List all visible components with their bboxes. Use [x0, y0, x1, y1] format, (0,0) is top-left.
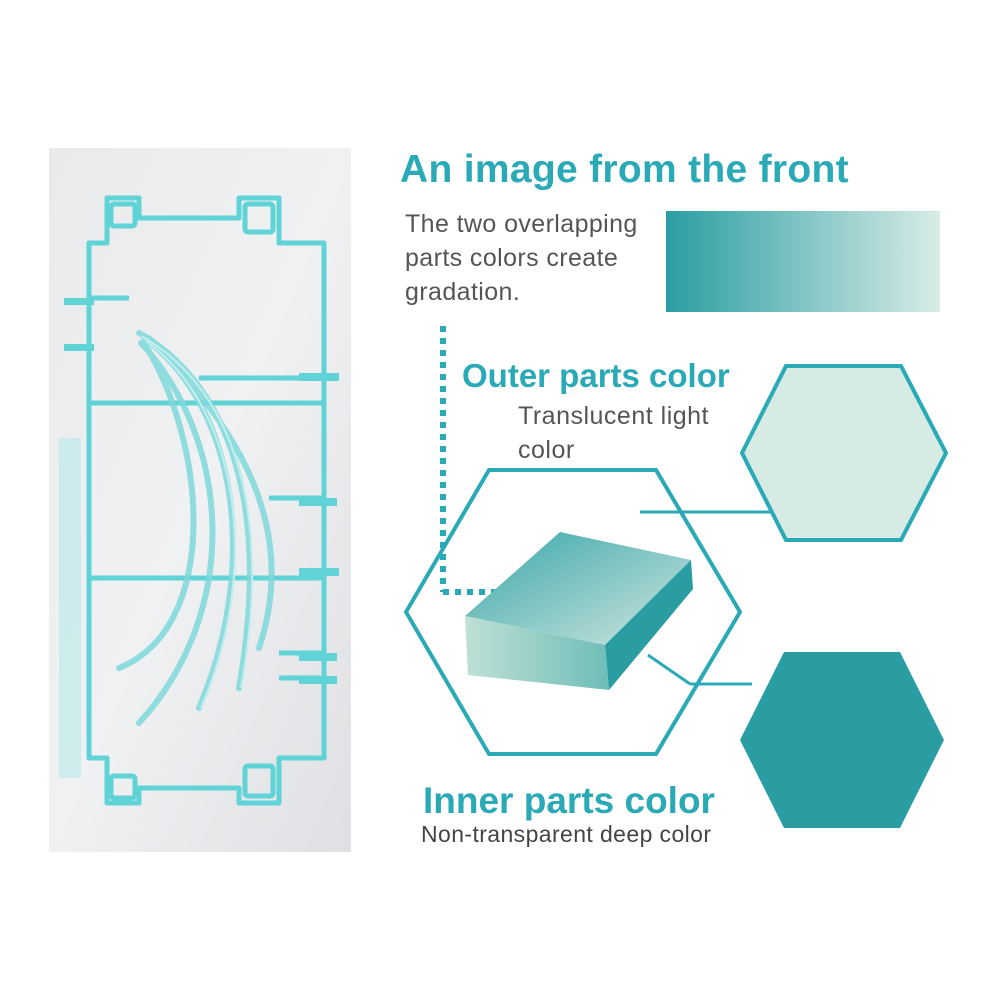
gradation-description: The two overlapping parts colors create … [405, 207, 665, 309]
inner-parts-title: Inner parts color [423, 780, 715, 821]
outer-parts-description: Translucent light color [518, 399, 709, 467]
runner-frame [86, 195, 327, 806]
outer-parts-title: Outer parts color [462, 357, 730, 394]
gradation-swatch [666, 211, 940, 312]
inner-parts-description: Non-transparent deep color [421, 821, 712, 847]
page-title: An image from the front [400, 148, 849, 191]
outer-description-line: Translucent light [518, 402, 709, 430]
description-line: The two overlapping [405, 210, 638, 238]
block-icon [465, 532, 693, 690]
center-hexagon [403, 468, 743, 756]
hair-parts-highlight [140, 335, 254, 709]
outer-hexagon-icon [739, 364, 949, 542]
inner-hexagon-icon [740, 652, 944, 828]
gate-tabs [64, 298, 339, 684]
description-line: parts colors create [405, 244, 619, 272]
side-sprue [59, 438, 81, 778]
outer-description-line: color [518, 436, 575, 464]
description-line: gradation. [405, 278, 521, 306]
product-photo [49, 148, 351, 852]
